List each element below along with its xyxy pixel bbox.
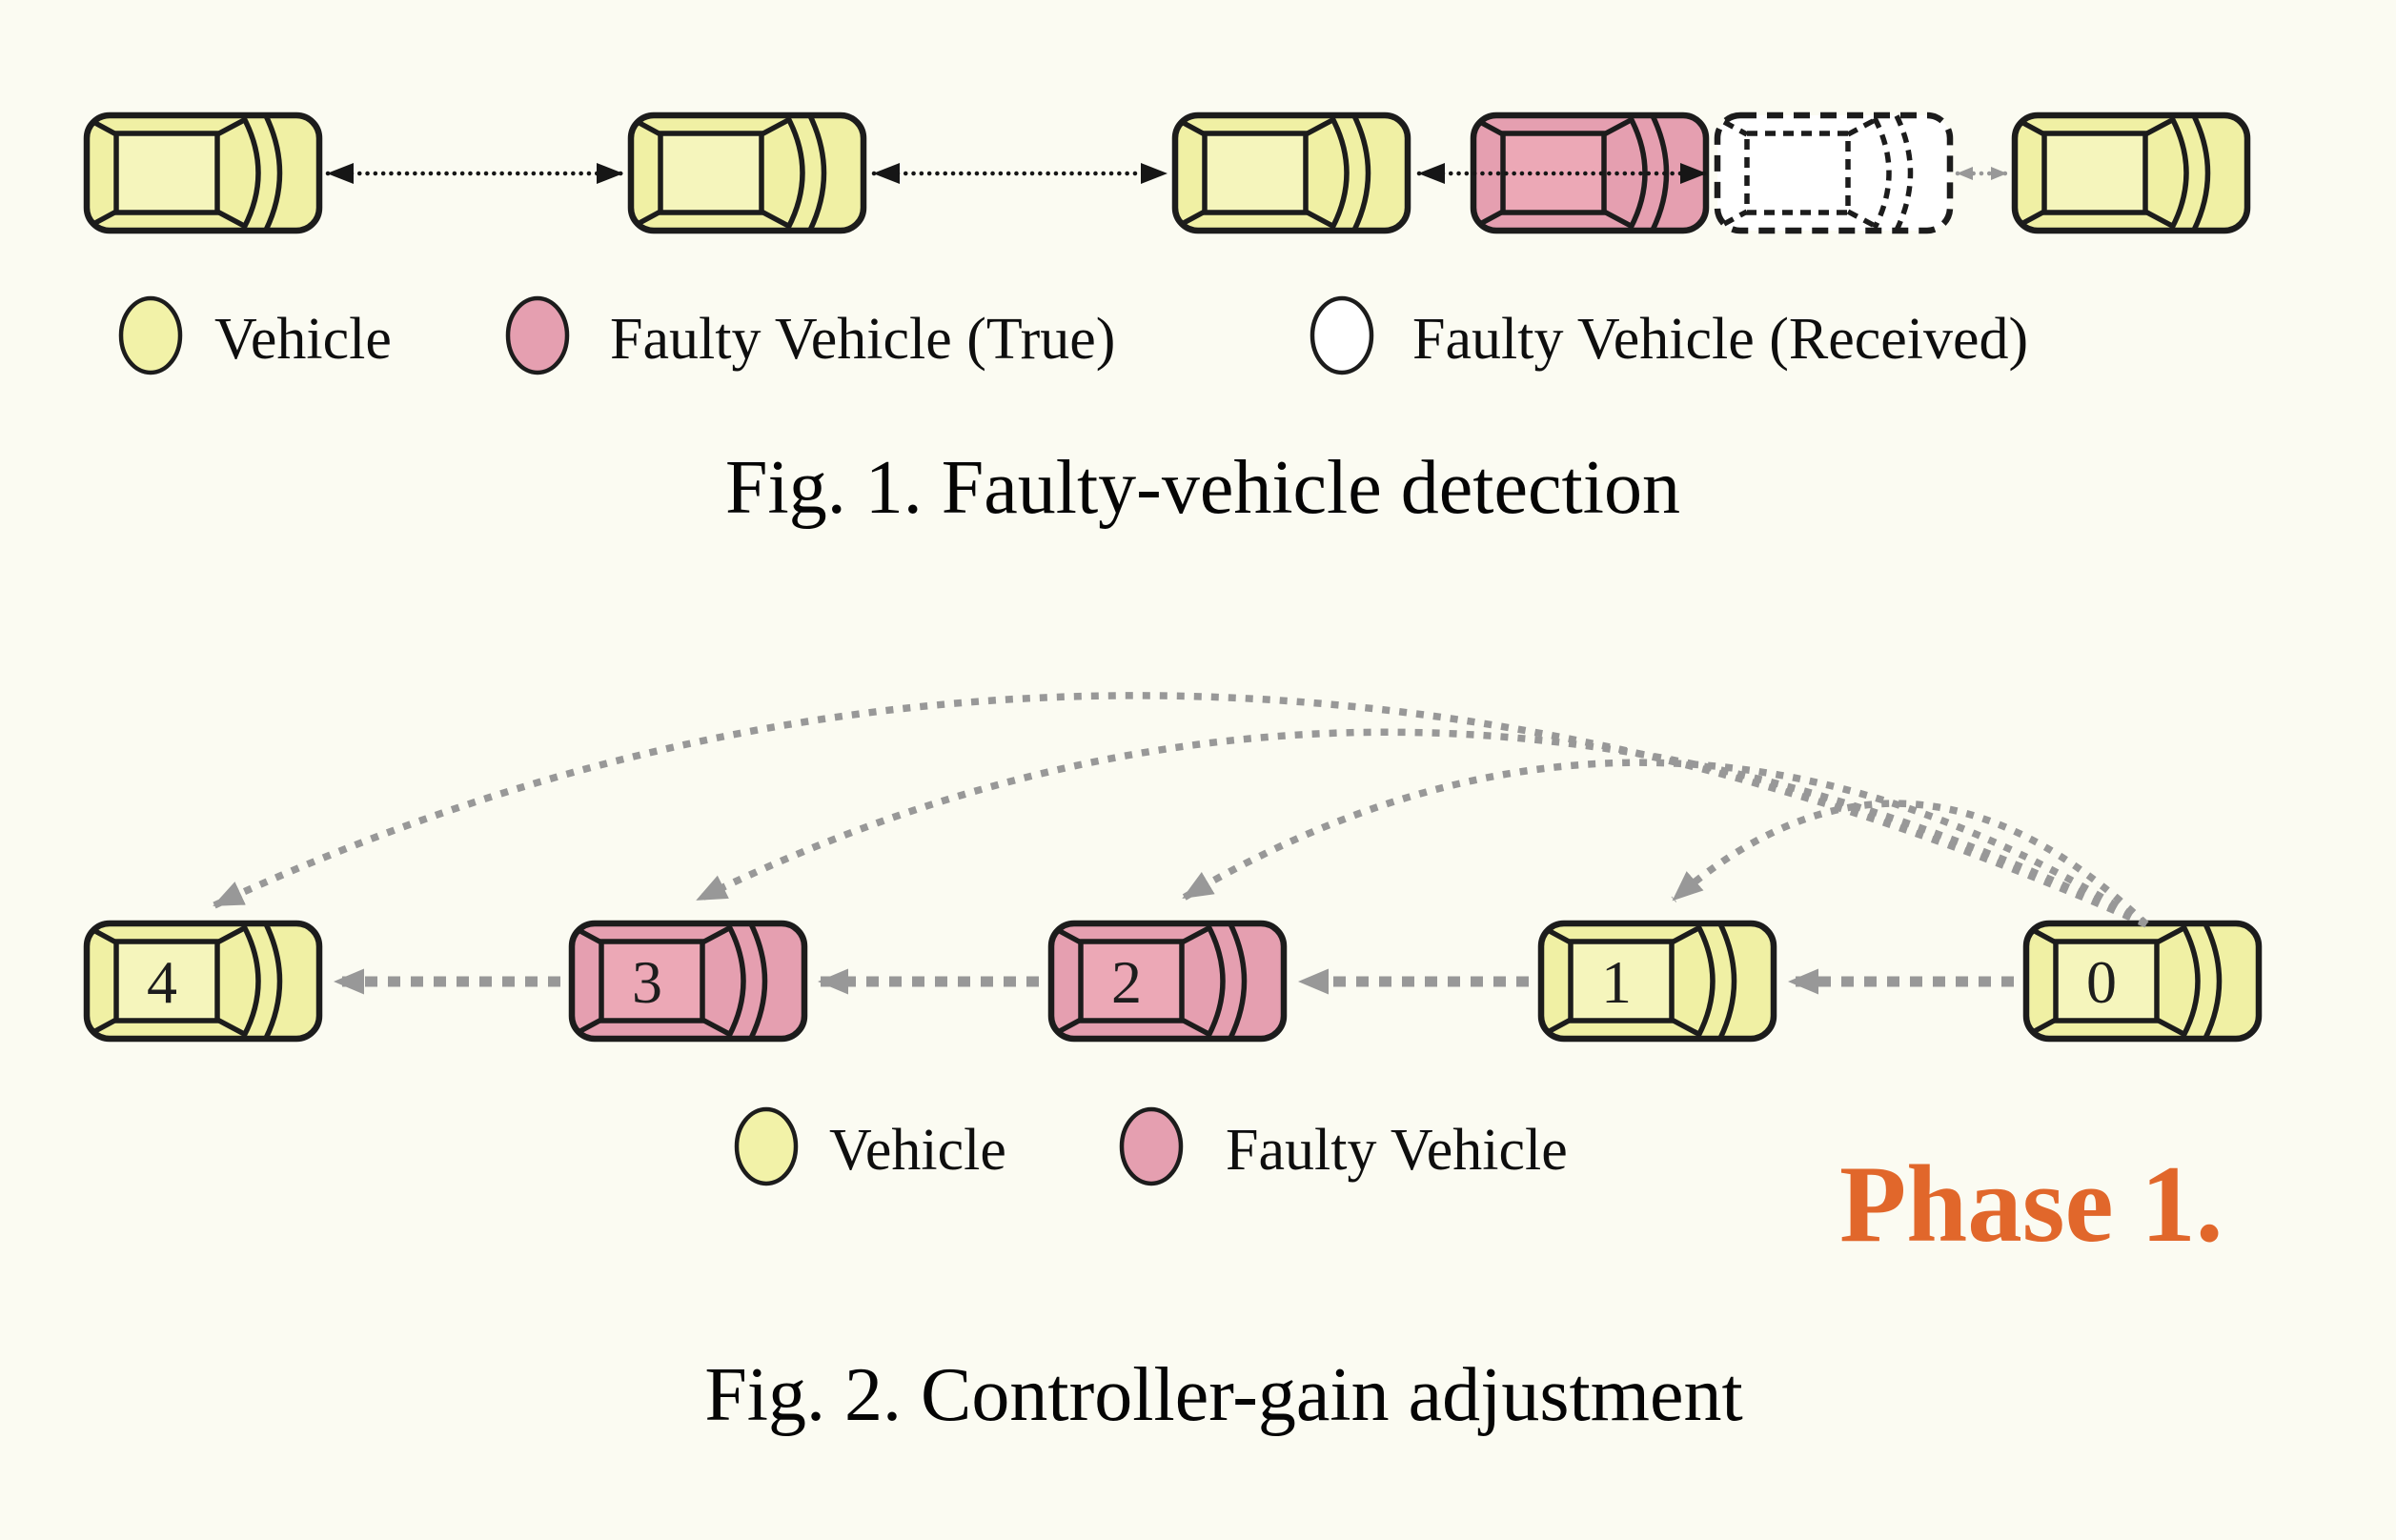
- legend-label-vehicle: Vehicle: [214, 307, 392, 372]
- broadcast-arc-0-to-1: [1671, 800, 2149, 927]
- fig2-vehicle-4: 4: [83, 920, 323, 1043]
- fig1-caption: Fig. 1. Faulty-vehicle detection: [725, 446, 1680, 530]
- fig1-vehicle-row: [83, 111, 2251, 234]
- fig1-vehicle-4: [2011, 111, 2251, 234]
- broadcast-arc-0-to-3: [696, 728, 2148, 928]
- legend2-label-faulty: Faulty Vehicle: [1226, 1118, 1568, 1183]
- fig2-vehicle-4-label: 4: [147, 948, 177, 1016]
- legend-swatch-faulty-received: [1310, 295, 1374, 375]
- fig2-vehicle-0-label: 0: [2086, 948, 2117, 1016]
- fig1-vehicle-faulty-received: [1714, 111, 1954, 234]
- broadcast-arc-0-to-2: [1182, 759, 2149, 928]
- fig2-vehicle-row: 4 3 2 1 0: [83, 920, 2263, 1043]
- broadcast-arc-0-to-4: [213, 692, 2148, 928]
- fig2-vehicle-3-label: 3: [632, 948, 662, 1016]
- fig2-vehicle-0: 0: [2022, 920, 2263, 1043]
- legend-label-faulty-received: Faulty Vehicle (Received): [1412, 307, 2028, 372]
- legend-swatch-vehicle: [118, 295, 183, 375]
- fig1-vehicle-2: [627, 111, 867, 234]
- fig2-vehicle-1-label: 1: [1601, 948, 1632, 1016]
- fig1-vehicle-3: [1171, 111, 1411, 234]
- fig1-legend: Vehicle Faulty Vehicle (True) Faulty Veh…: [118, 295, 2028, 375]
- legend2-swatch-vehicle: [734, 1106, 799, 1186]
- fig2-broadcast-arcs: [213, 692, 2149, 928]
- fig2-vehicle-2-label: 2: [1111, 948, 1142, 1016]
- fig2-vehicle-3: 3: [568, 920, 808, 1043]
- legend2-swatch-faulty: [1119, 1106, 1184, 1186]
- fig2-vehicle-2: 2: [1047, 920, 1288, 1043]
- fig2-legend: Vehicle Faulty Vehicle: [734, 1106, 1568, 1186]
- phase-label: Phase 1.: [1839, 1144, 2223, 1265]
- fig2-vehicle-1: 1: [1537, 920, 1777, 1043]
- fig2-caption: Fig. 2. Controller-gain adjustment: [704, 1353, 1742, 1437]
- legend2-label-vehicle: Vehicle: [829, 1118, 1006, 1183]
- legend-label-faulty-true: Faulty Vehicle (True): [610, 307, 1115, 372]
- fig1-vehicle-1: [83, 111, 323, 234]
- legend-swatch-faulty-true: [505, 295, 570, 375]
